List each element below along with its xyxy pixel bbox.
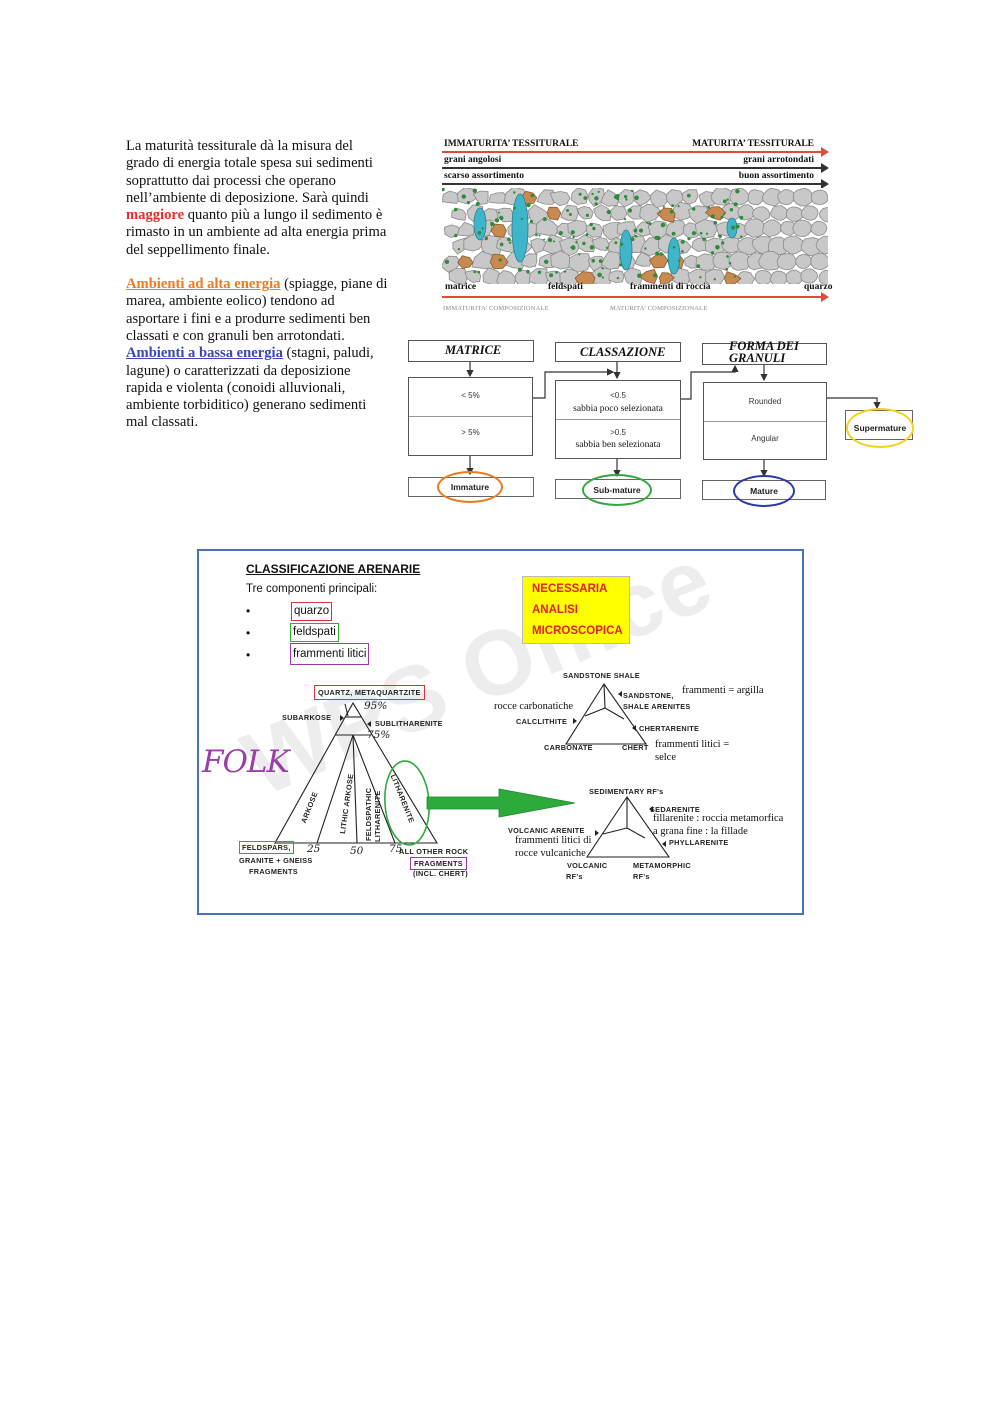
label-chert: CHERT xyxy=(622,743,649,752)
note-carbonatiche: rocce carbonatiche xyxy=(494,701,573,712)
note-fillarenite: fillarenite : roccia metamorfica a grana… xyxy=(653,813,784,837)
box-classazione: <0.5 sabbia poco selezionata >0.5 sabbia… xyxy=(555,380,681,459)
label-matrice: matrice xyxy=(445,282,477,292)
label-quarzo: quarzo xyxy=(804,282,833,292)
header-classazione: CLASSAZIONE xyxy=(555,342,681,362)
paragraph-maturity: La maturità tessiturale dà la misura del… xyxy=(126,138,387,258)
maturity-figure: IMMATURITA’ TESSITURALE MATURITA’ TESSIT… xyxy=(440,136,840,316)
arrow-roundness xyxy=(442,163,829,173)
label-sedarenite: SEDARENITE xyxy=(650,805,701,814)
oval-submature: Sub-mature xyxy=(582,474,652,506)
note-selce: frammenti litici = selce xyxy=(655,739,730,763)
cell-gt5: > 5% xyxy=(461,428,480,437)
arrow-textural xyxy=(442,147,829,157)
note-vulcaniche: frammenti litici di rocce vulcaniche xyxy=(515,835,592,859)
oval-immature: Immature xyxy=(437,471,503,503)
box-matrice: < 5% > 5% xyxy=(408,377,533,456)
link-low-energy[interactable]: Ambienti a bassa energia xyxy=(126,345,283,362)
tick-25: 25 xyxy=(307,843,321,855)
note-argilla: frammenti = argilla xyxy=(682,685,764,696)
highlight-maggiore: maggiore xyxy=(126,207,185,224)
label-subarkose: SUBARKOSE xyxy=(282,713,332,722)
label-feldspathic-lith: LITHARENITE xyxy=(373,790,382,842)
flow-diagram: MATRICE < 5% > 5% Immature CLASSAZIONE <… xyxy=(0,0,1000,520)
arrow-sorting xyxy=(442,179,829,189)
label-carbonate: CARBONATE xyxy=(544,743,593,752)
label-volcanic-rf: VOLCANIC xyxy=(567,861,608,870)
label-fragments: FRAGMENTS xyxy=(410,857,467,870)
label-feldspars: FELDSPARS, xyxy=(239,841,294,854)
label-sandstone-shale: SANDSTONE SHALE xyxy=(563,671,640,680)
hand-75: 75% xyxy=(367,729,391,741)
bullet-frammenti: frammenti litici xyxy=(290,643,370,665)
label-phyllarenite: PHYLLARENITE xyxy=(669,838,729,847)
slide-title: CLASSIFICAZIONE ARENARIE xyxy=(246,562,421,576)
grain-illustration xyxy=(442,188,828,284)
label-metamorphic-rf: METAMORPHIC xyxy=(633,861,691,870)
cell-rounded: Rounded xyxy=(748,397,782,406)
cell-angular: Angular xyxy=(751,434,779,443)
header-matrice: MATRICE xyxy=(408,340,534,362)
classification-slide: WPS Office CLASSIFICAZIONE ARENARIE Tre … xyxy=(197,549,804,915)
label-volcanic-arenite: VOLCANIC ARENITE xyxy=(508,826,585,835)
bullet-feldspati: feldspati xyxy=(290,623,339,642)
arrow-compositional xyxy=(442,292,829,302)
label-quartz: QUARTZ, METAQUARTZITE xyxy=(314,685,425,700)
header-forma-granuli: FORMA DEI GRANULI xyxy=(702,340,827,365)
label-sedimentary-rf: SEDIMENTARY RF's xyxy=(589,787,664,796)
box-forma: Rounded Angular xyxy=(703,382,827,460)
folk-label: FOLK xyxy=(202,744,290,780)
label-other-rock: ALL OTHER ROCK xyxy=(399,847,469,856)
maturity-text: La maturità tessiturale dà la misura del… xyxy=(126,138,388,432)
label-feldspati: feldspati xyxy=(548,282,583,292)
label-sublitharenite: SUBLITHARENITE xyxy=(375,719,443,728)
label-frammenti: frammenti di roccia xyxy=(630,282,711,292)
cell-lt5: < 5% xyxy=(461,391,480,400)
link-high-energy[interactable]: Ambienti ad alta energia xyxy=(126,276,281,293)
label-feldspathic: FELDSPATHIC xyxy=(364,787,373,841)
tick-50: 50 xyxy=(350,845,364,857)
paragraph-high-energy: Ambienti ad alta energia (spiagge, piane… xyxy=(126,276,388,344)
folk-triangle xyxy=(274,683,671,858)
hand-95: 95% xyxy=(364,700,388,712)
tick-75: 75 xyxy=(389,843,403,855)
slide-subtitle: Tre componenti principali: xyxy=(246,583,378,595)
label-comp-mature: MATURITA’ COMPOSIZIONALE xyxy=(610,305,708,312)
label-calclithite: CALCLITHITE xyxy=(516,717,568,726)
bullet-quarzo: quarzo xyxy=(291,602,333,621)
label-chertarenite: CHERTARENITE xyxy=(639,724,700,733)
label-comp-immature: IMMATURITA’ COMPOSIZIONALE xyxy=(443,305,549,312)
oval-mature: Mature xyxy=(733,475,795,507)
paragraph-low-energy: Ambienti a bassa energia (stagni, paludi… xyxy=(126,345,374,431)
oval-supermature: Supermature xyxy=(846,408,914,448)
yellow-note-box: NECESSARIA ANALISI MICROSCOPICA xyxy=(522,576,630,644)
